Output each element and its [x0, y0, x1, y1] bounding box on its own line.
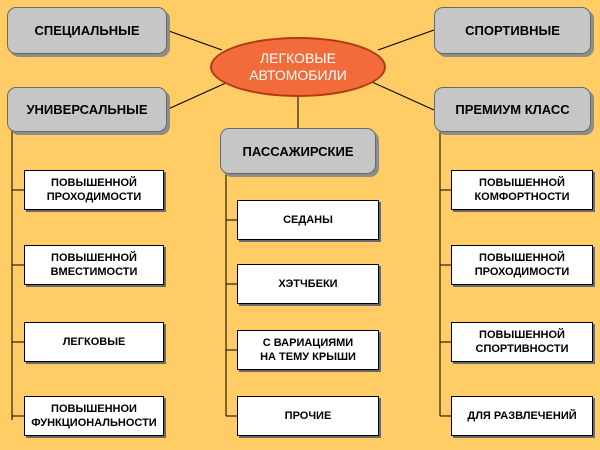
center-node: ЛЕГКОВЫЕ АВТОМОБИЛИ	[210, 37, 386, 97]
premium-item-label: ДЛЯ РАЗВЛЕЧЕНИЙ	[467, 410, 577, 422]
universal-item-label: ПОВЫШЕННОЙ ВМЕСТИМОСТИ	[50, 252, 138, 278]
premium-item: ПОВЫШЕННОЙ СПОРТИВНОСТИ	[451, 322, 593, 362]
premium-item: ДЛЯ РАЗВЛЕЧЕНИЙ	[451, 396, 593, 436]
universal-item: ЛЕГКОВЫЕ	[24, 322, 164, 362]
premium-item: ПОВЫШЕННОЙ КОМФОРТНОСТИ	[451, 170, 593, 210]
passenger-item: СЕДАНЫ	[237, 200, 379, 240]
category-premium: ПРЕМИУМ КЛАСС	[434, 87, 591, 132]
passenger-item: ХЭТЧБЕКИ	[237, 264, 379, 304]
universal-item: ПОВЫШЕННОЙ ПРОХОДИМОСТИ	[24, 170, 164, 210]
premium-item: ПОВЫШЕННОЙ ПРОХОДИМОСТИ	[451, 245, 593, 285]
category-passenger: ПАССАЖИРСКИЕ	[220, 128, 376, 174]
category-special-label: СПЕЦИАЛЬНЫЕ	[34, 23, 140, 38]
passenger-item-label: ХЭТЧБЕКИ	[278, 278, 338, 290]
category-sport-label: СПОРТИВНЫЕ	[465, 23, 560, 38]
passenger-item: ПРОЧИЕ	[237, 396, 379, 436]
universal-item: ПОВЫШЕННОЙ ВМЕСТИМОСТИ	[24, 245, 164, 285]
line-center-special	[165, 29, 223, 51]
category-universal-label: УНИВЕРСАЛЬНЫЕ	[26, 102, 148, 117]
category-special: СПЕЦИАЛЬНЫЕ	[7, 7, 167, 54]
universal-item-label: ПОВЫШЕННОЙ ПРОХОДИМОСТИ	[46, 177, 142, 203]
category-sport: СПОРТИВНЫЕ	[434, 7, 591, 54]
premium-item-label: ПОВЫШЕННОЙ СПОРТИВНОСТИ	[475, 329, 569, 355]
category-passenger-label: ПАССАЖИРСКИЕ	[242, 143, 354, 159]
line-center-premium	[371, 81, 435, 111]
passenger-item-label: ПРОЧИЕ	[284, 410, 332, 422]
line-center-sport	[377, 29, 435, 51]
center-label: ЛЕГКОВЫЕ АВТОМОБИЛИ	[249, 50, 347, 83]
passenger-item-label: СЕДАНЫ	[283, 214, 333, 226]
passenger-item: С ВАРИАЦИЯМИ НА ТЕМУ КРЫШИ	[237, 330, 379, 370]
premium-item-label: ПОВЫШЕННОЙ ПРОХОДИМОСТИ	[474, 252, 570, 278]
category-universal: УНИВЕРСАЛЬНЫЕ	[7, 87, 167, 132]
universal-item: ПОВЫШЕННОИ ФУНКЦИОНАЛЬНОСТИ	[24, 396, 164, 436]
premium-item-label: ПОВЫШЕННОЙ КОМФОРТНОСТИ	[474, 177, 570, 203]
category-premium-label: ПРЕМИУМ КЛАСС	[455, 102, 570, 117]
universal-item-label: ПОВЫШЕННОИ ФУНКЦИОНАЛЬНОСТИ	[31, 403, 157, 429]
passenger-item-label: С ВАРИАЦИЯМИ НА ТЕМУ КРЫШИ	[260, 337, 356, 363]
line-center-universal	[165, 81, 229, 111]
universal-item-label: ЛЕГКОВЫЕ	[62, 336, 126, 348]
